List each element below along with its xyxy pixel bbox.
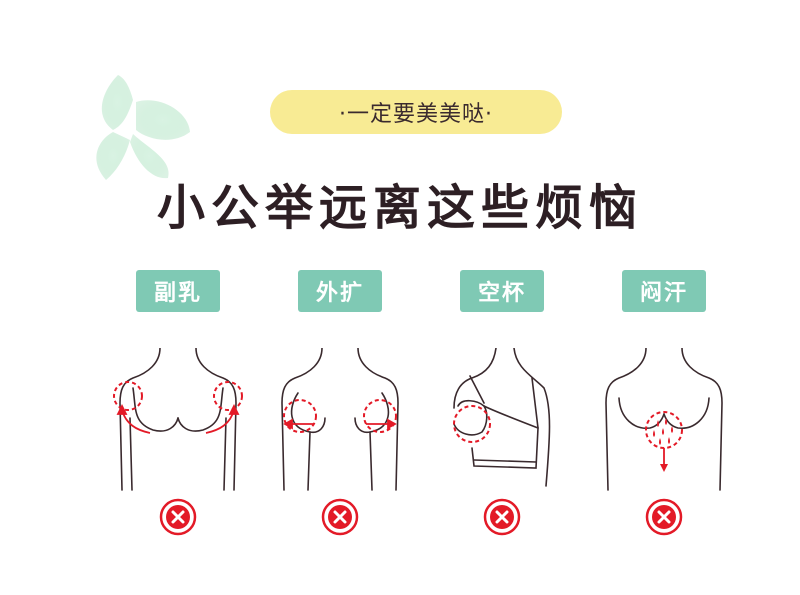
- problem-label: 副乳: [136, 270, 220, 312]
- warning-x-icon: [159, 498, 197, 536]
- problem-card-spread: 外扩: [270, 270, 410, 536]
- warning-x-icon: [483, 498, 521, 536]
- warning-x-icon: [321, 498, 359, 536]
- sweat-breast-icon: [605, 348, 723, 491]
- problem-card-side-fat: 副乳: [108, 270, 248, 536]
- butterfly-icon: [96, 75, 190, 180]
- empty-cup-bra-icon: [453, 348, 551, 487]
- page-title: 小公举远离这些烦恼: [156, 180, 643, 236]
- side-fat-breast-icon: [113, 348, 243, 491]
- problem-label: 空杯: [460, 270, 544, 312]
- warning-x-icon: [645, 498, 683, 536]
- problem-label: 闷汗: [622, 270, 706, 312]
- slogan-pill: ·一定要美美哒·: [270, 90, 562, 134]
- problem-label: 外扩: [298, 270, 382, 312]
- slogan-text: ·一定要美美哒·: [339, 102, 493, 127]
- problem-card-sweat: 闷汗: [594, 270, 734, 536]
- spread-breast-icon: [281, 348, 399, 491]
- problem-card-empty-cup: 空杯: [432, 270, 572, 536]
